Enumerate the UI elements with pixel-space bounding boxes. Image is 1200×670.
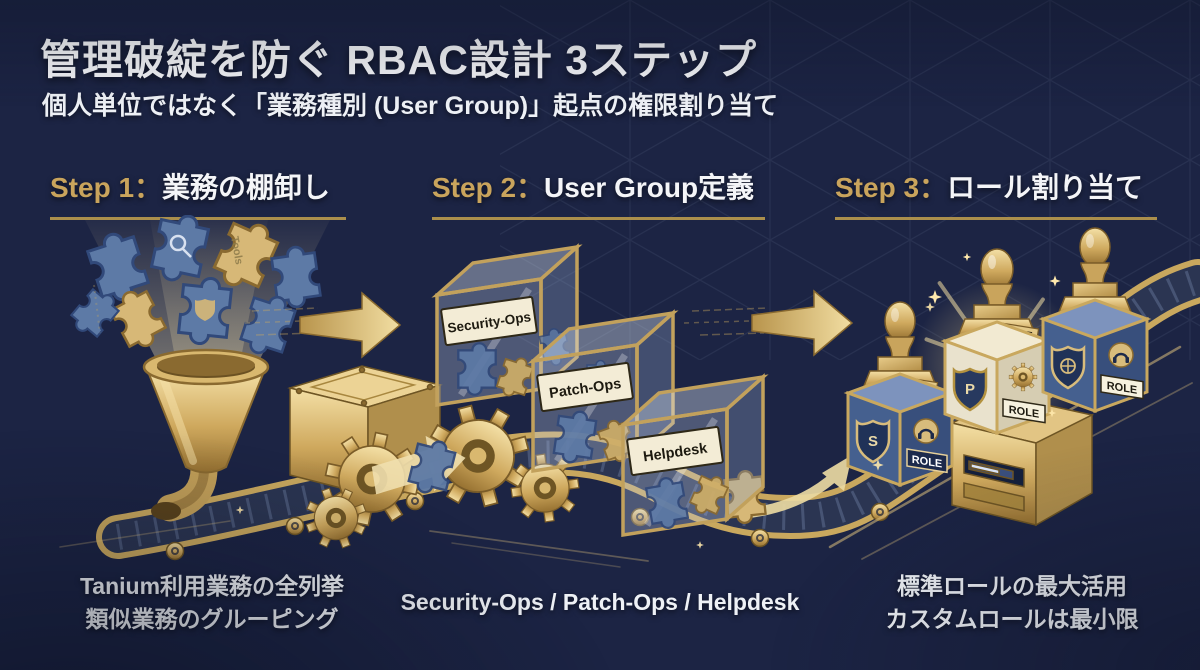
shield-letter: P bbox=[965, 381, 975, 398]
caption-line: カスタムロールは最小限 bbox=[885, 606, 1139, 632]
shield-letter: S bbox=[868, 433, 878, 450]
step-1-header: Step 1：業務の棚卸し bbox=[50, 166, 346, 220]
page-title: 管理破綻を防ぐ RBAC設計 3ステップ bbox=[40, 37, 758, 83]
step-1-caption: Tanium利用業務の全列挙 類似業務のグルーピング bbox=[57, 570, 367, 636]
headset-icon bbox=[913, 418, 939, 444]
step-1-title: 業務の棚卸し bbox=[162, 172, 331, 203]
page-subtitle: 個人単位ではなく「業務種別 (User Group)」起点の権限割り当て bbox=[42, 92, 779, 120]
caption-line: Tanium利用業務の全列挙 bbox=[79, 573, 345, 599]
step-3-header: Step 3：ロール割り当て bbox=[835, 166, 1157, 220]
step-2-title: User Group定義 bbox=[544, 172, 755, 203]
step-1-label: Step 1： bbox=[50, 172, 163, 203]
step-3-caption: 標準ロールの最大活用 カスタムロールは最小限 bbox=[852, 570, 1172, 636]
role-stamp-box-3: ROLE bbox=[1038, 227, 1152, 414]
step-2-caption: Security-Ops / Patch-Ops / Helpdesk bbox=[400, 586, 800, 619]
step-2-label: Step 2： bbox=[432, 172, 545, 203]
role-stamp-box-2: ROLE P ROLE bbox=[940, 248, 1054, 436]
step-3-label: Step 3： bbox=[835, 172, 948, 203]
caption-line: 標準ロールの最大活用 bbox=[897, 573, 1127, 599]
caption-line: Security-Ops / Patch-Ops / Helpdesk bbox=[400, 589, 800, 615]
step-3-title: ロール割り当て bbox=[947, 172, 1144, 203]
step-2-header: Step 2：User Group定義 bbox=[432, 166, 765, 220]
conveyor-illustration: Tools bbox=[59, 215, 1200, 568]
arrow-step2-to-step3 bbox=[683, 289, 854, 357]
gear-icon bbox=[1008, 362, 1038, 392]
caption-line: 類似業務のグルーピング bbox=[85, 606, 339, 632]
headset-icon bbox=[1108, 342, 1134, 368]
